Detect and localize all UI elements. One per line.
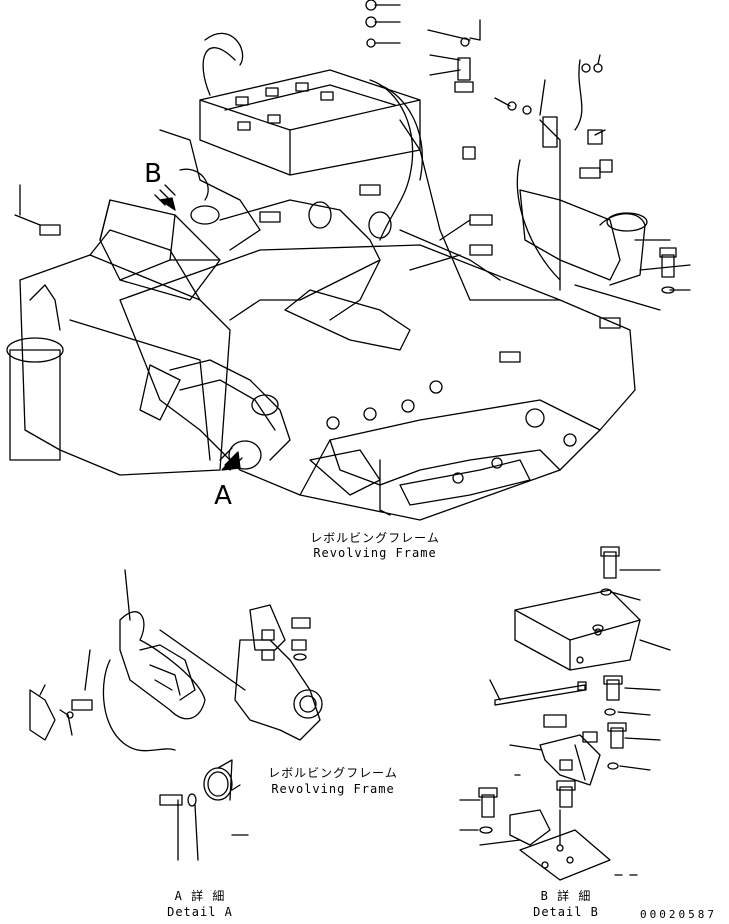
detail-a-title-en: Detail A [167,905,233,919]
detail-b-title-jp: B 詳 細 [540,889,592,903]
detail-a-title-jp: A 詳 細 [174,889,226,903]
drawing-code: 00020587 [640,908,717,921]
revolving-frame-en-label: Revolving Frame [313,546,437,560]
detail-a-revolving-frame-en-label: Revolving Frame [271,782,395,796]
arrow-a-label: A [214,481,232,511]
detail-a-revolving-frame-jp-label: レボルビングフレーム [268,766,398,780]
revolving-frame-jp-label: レボルビングフレーム [310,531,440,545]
arrow-b-label: B [144,159,162,189]
detail-b-title-en: Detail B [533,905,599,919]
